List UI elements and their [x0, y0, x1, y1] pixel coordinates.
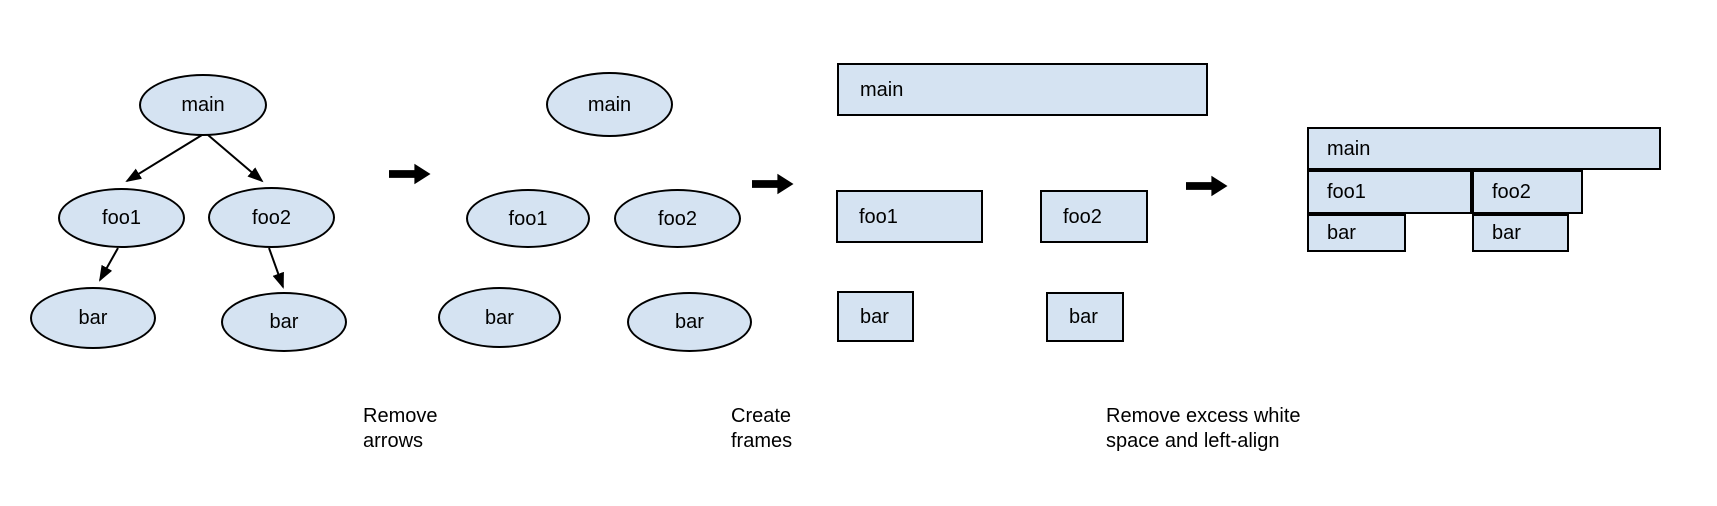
node-label: main	[860, 78, 904, 101]
node-label: main	[181, 94, 225, 116]
caption-remove-arrows: Remove arrows	[363, 405, 438, 452]
node-label: bar	[860, 305, 889, 328]
node-label: foo2	[658, 207, 697, 230]
no-arrows-node-main: main	[546, 72, 673, 137]
node-label: main	[1327, 137, 1371, 160]
flame-graph-node-foo1: foo1	[1307, 170, 1472, 214]
node-label: bar	[1327, 222, 1356, 244]
transform-arrow-icon	[1186, 175, 1228, 197]
call-tree-edge	[268, 247, 284, 289]
node-label: foo1	[1327, 181, 1366, 203]
node-label: foo1	[508, 207, 548, 230]
node-label: bar	[485, 306, 514, 329]
call-tree-edge	[207, 134, 264, 183]
call-tree-edge	[99, 247, 119, 282]
call-tree-node-foo1: foo1	[58, 188, 185, 248]
call-tree-node-bar: bar	[30, 287, 156, 349]
node-label: foo1	[859, 205, 898, 228]
node-label: bar	[675, 311, 704, 333]
call-tree-node-main: main	[139, 74, 267, 136]
flame-graph-node-main: main	[1307, 127, 1661, 170]
call-tree-node-bar: bar	[221, 292, 347, 352]
node-label: foo2	[1492, 181, 1531, 203]
frames-node-main: main	[837, 63, 1208, 116]
node-label: bar	[78, 307, 108, 329]
node-label: bar	[269, 311, 299, 333]
caption-remove-whitespace-left-align: Remove excess white space and left-align	[1106, 405, 1301, 452]
no-arrows-node-foo1: foo1	[466, 189, 590, 248]
flame-graph-node-bar: bar	[1472, 214, 1569, 252]
flame-graph-node-foo2: foo2	[1472, 170, 1583, 214]
node-label: bar	[1492, 222, 1521, 244]
frames-node-foo1: foo1	[836, 190, 983, 243]
frames-node-foo2: foo2	[1040, 190, 1148, 243]
transform-arrow-icon	[389, 163, 431, 185]
node-label: main	[587, 93, 632, 116]
node-label: foo1	[102, 207, 141, 229]
frames-node-bar: bar	[837, 291, 914, 342]
transform-arrow-icon	[752, 173, 794, 195]
call-tree-node-foo2: foo2	[208, 187, 335, 248]
no-arrows-node-foo2: foo2	[614, 189, 741, 248]
frames-node-bar: bar	[1046, 292, 1124, 342]
node-label: bar	[1069, 306, 1098, 328]
node-label: foo2	[1063, 205, 1102, 228]
no-arrows-node-bar: bar	[627, 292, 752, 352]
flame-graph-node-bar: bar	[1307, 214, 1406, 252]
no-arrows-node-bar: bar	[438, 287, 561, 348]
node-label: foo2	[252, 206, 291, 229]
call-tree-edge	[125, 134, 203, 183]
caption-create-frames: Create frames	[731, 405, 793, 452]
